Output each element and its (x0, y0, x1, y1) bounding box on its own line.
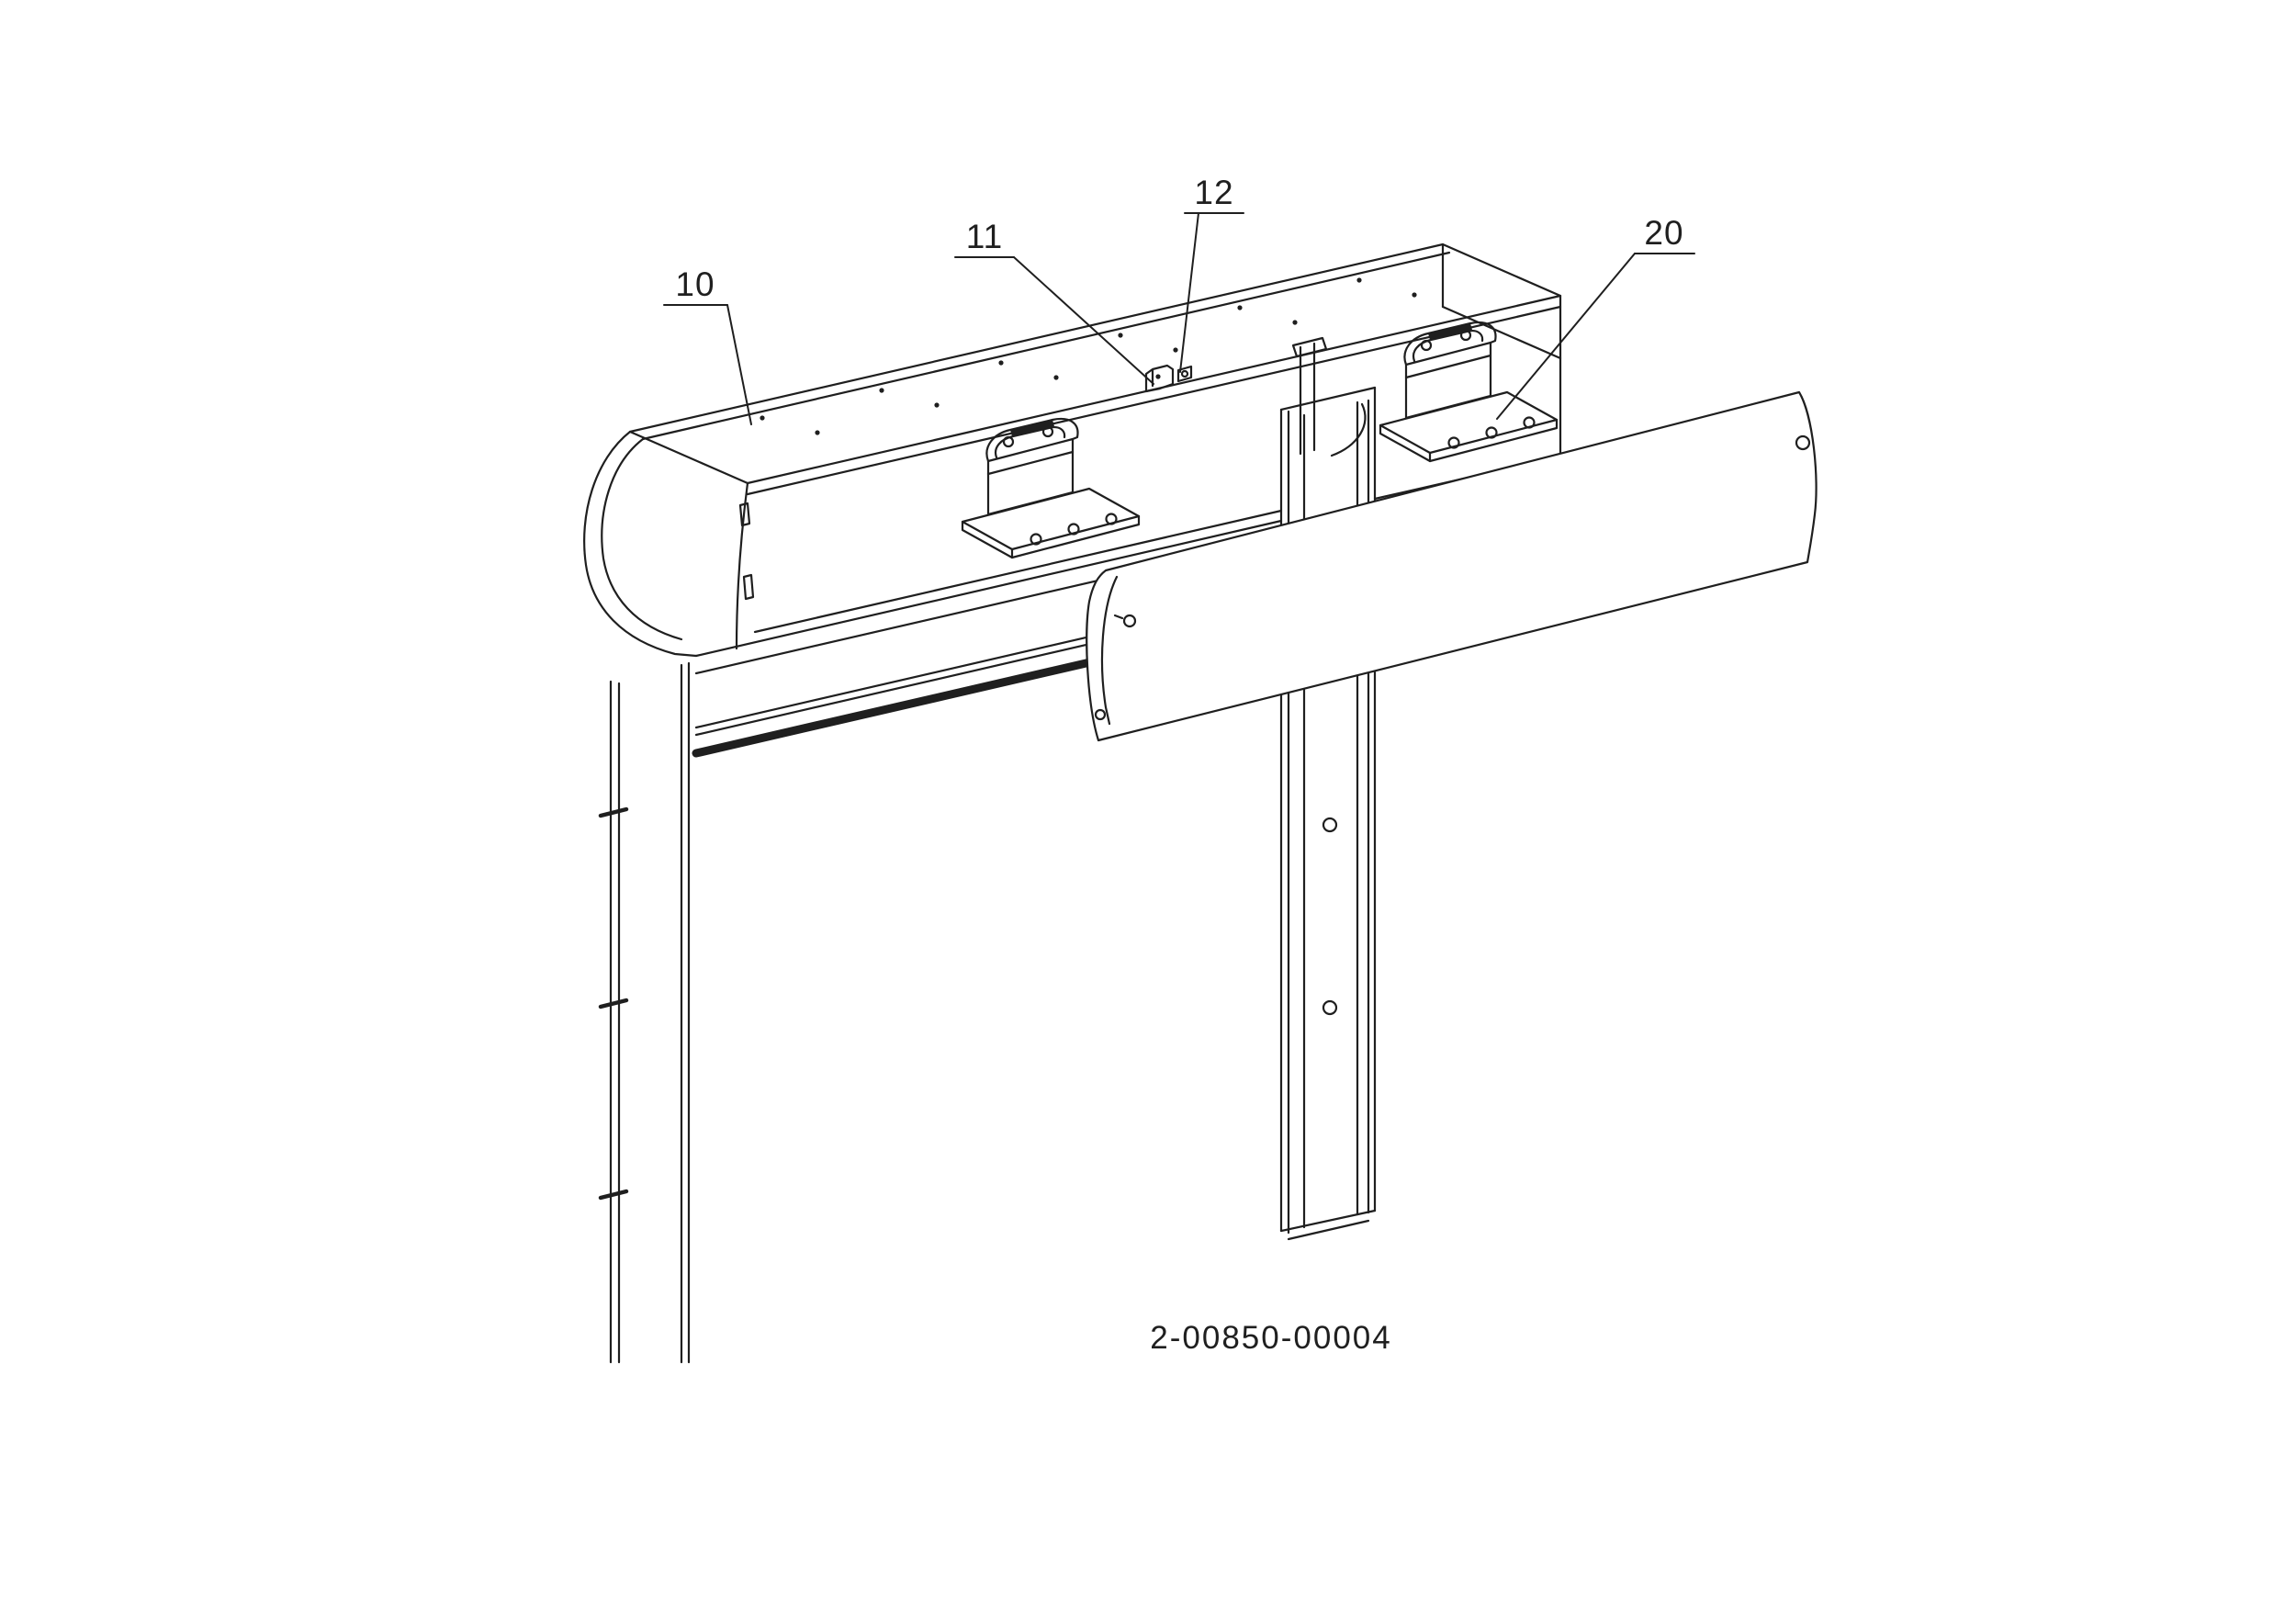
vent-slot (738, 502, 751, 527)
rail-hole (1322, 817, 1338, 833)
housing-shell (628, 242, 1562, 675)
callout-11 (954, 256, 1154, 385)
rail-top-mount (1291, 336, 1328, 456)
part-number: 2-00850-00004 (1150, 1320, 1391, 1356)
callout-leaders (663, 212, 1695, 425)
rail-hole (1322, 999, 1338, 1016)
callout-label-20: 20 (1644, 214, 1683, 252)
clip-screw-plate (1176, 365, 1193, 383)
callout-20 (1496, 253, 1695, 420)
left-guide-rail (598, 661, 691, 1364)
left-end-cap (583, 430, 755, 658)
callout-label-10: 10 (675, 265, 715, 303)
cover-screw-hole (1795, 434, 1811, 451)
vent-slot (742, 573, 755, 601)
front-cover-panel (1086, 390, 1818, 742)
cover-screw (1122, 614, 1137, 628)
callout-label-12: 12 (1194, 174, 1233, 211)
top-face-screws (760, 277, 1417, 435)
callout-10 (663, 304, 752, 425)
motor-cable (1330, 402, 1367, 457)
callout-12 (1179, 212, 1244, 373)
cover-flange-hole (1094, 708, 1107, 721)
callout-label-11: 11 (966, 218, 1003, 255)
